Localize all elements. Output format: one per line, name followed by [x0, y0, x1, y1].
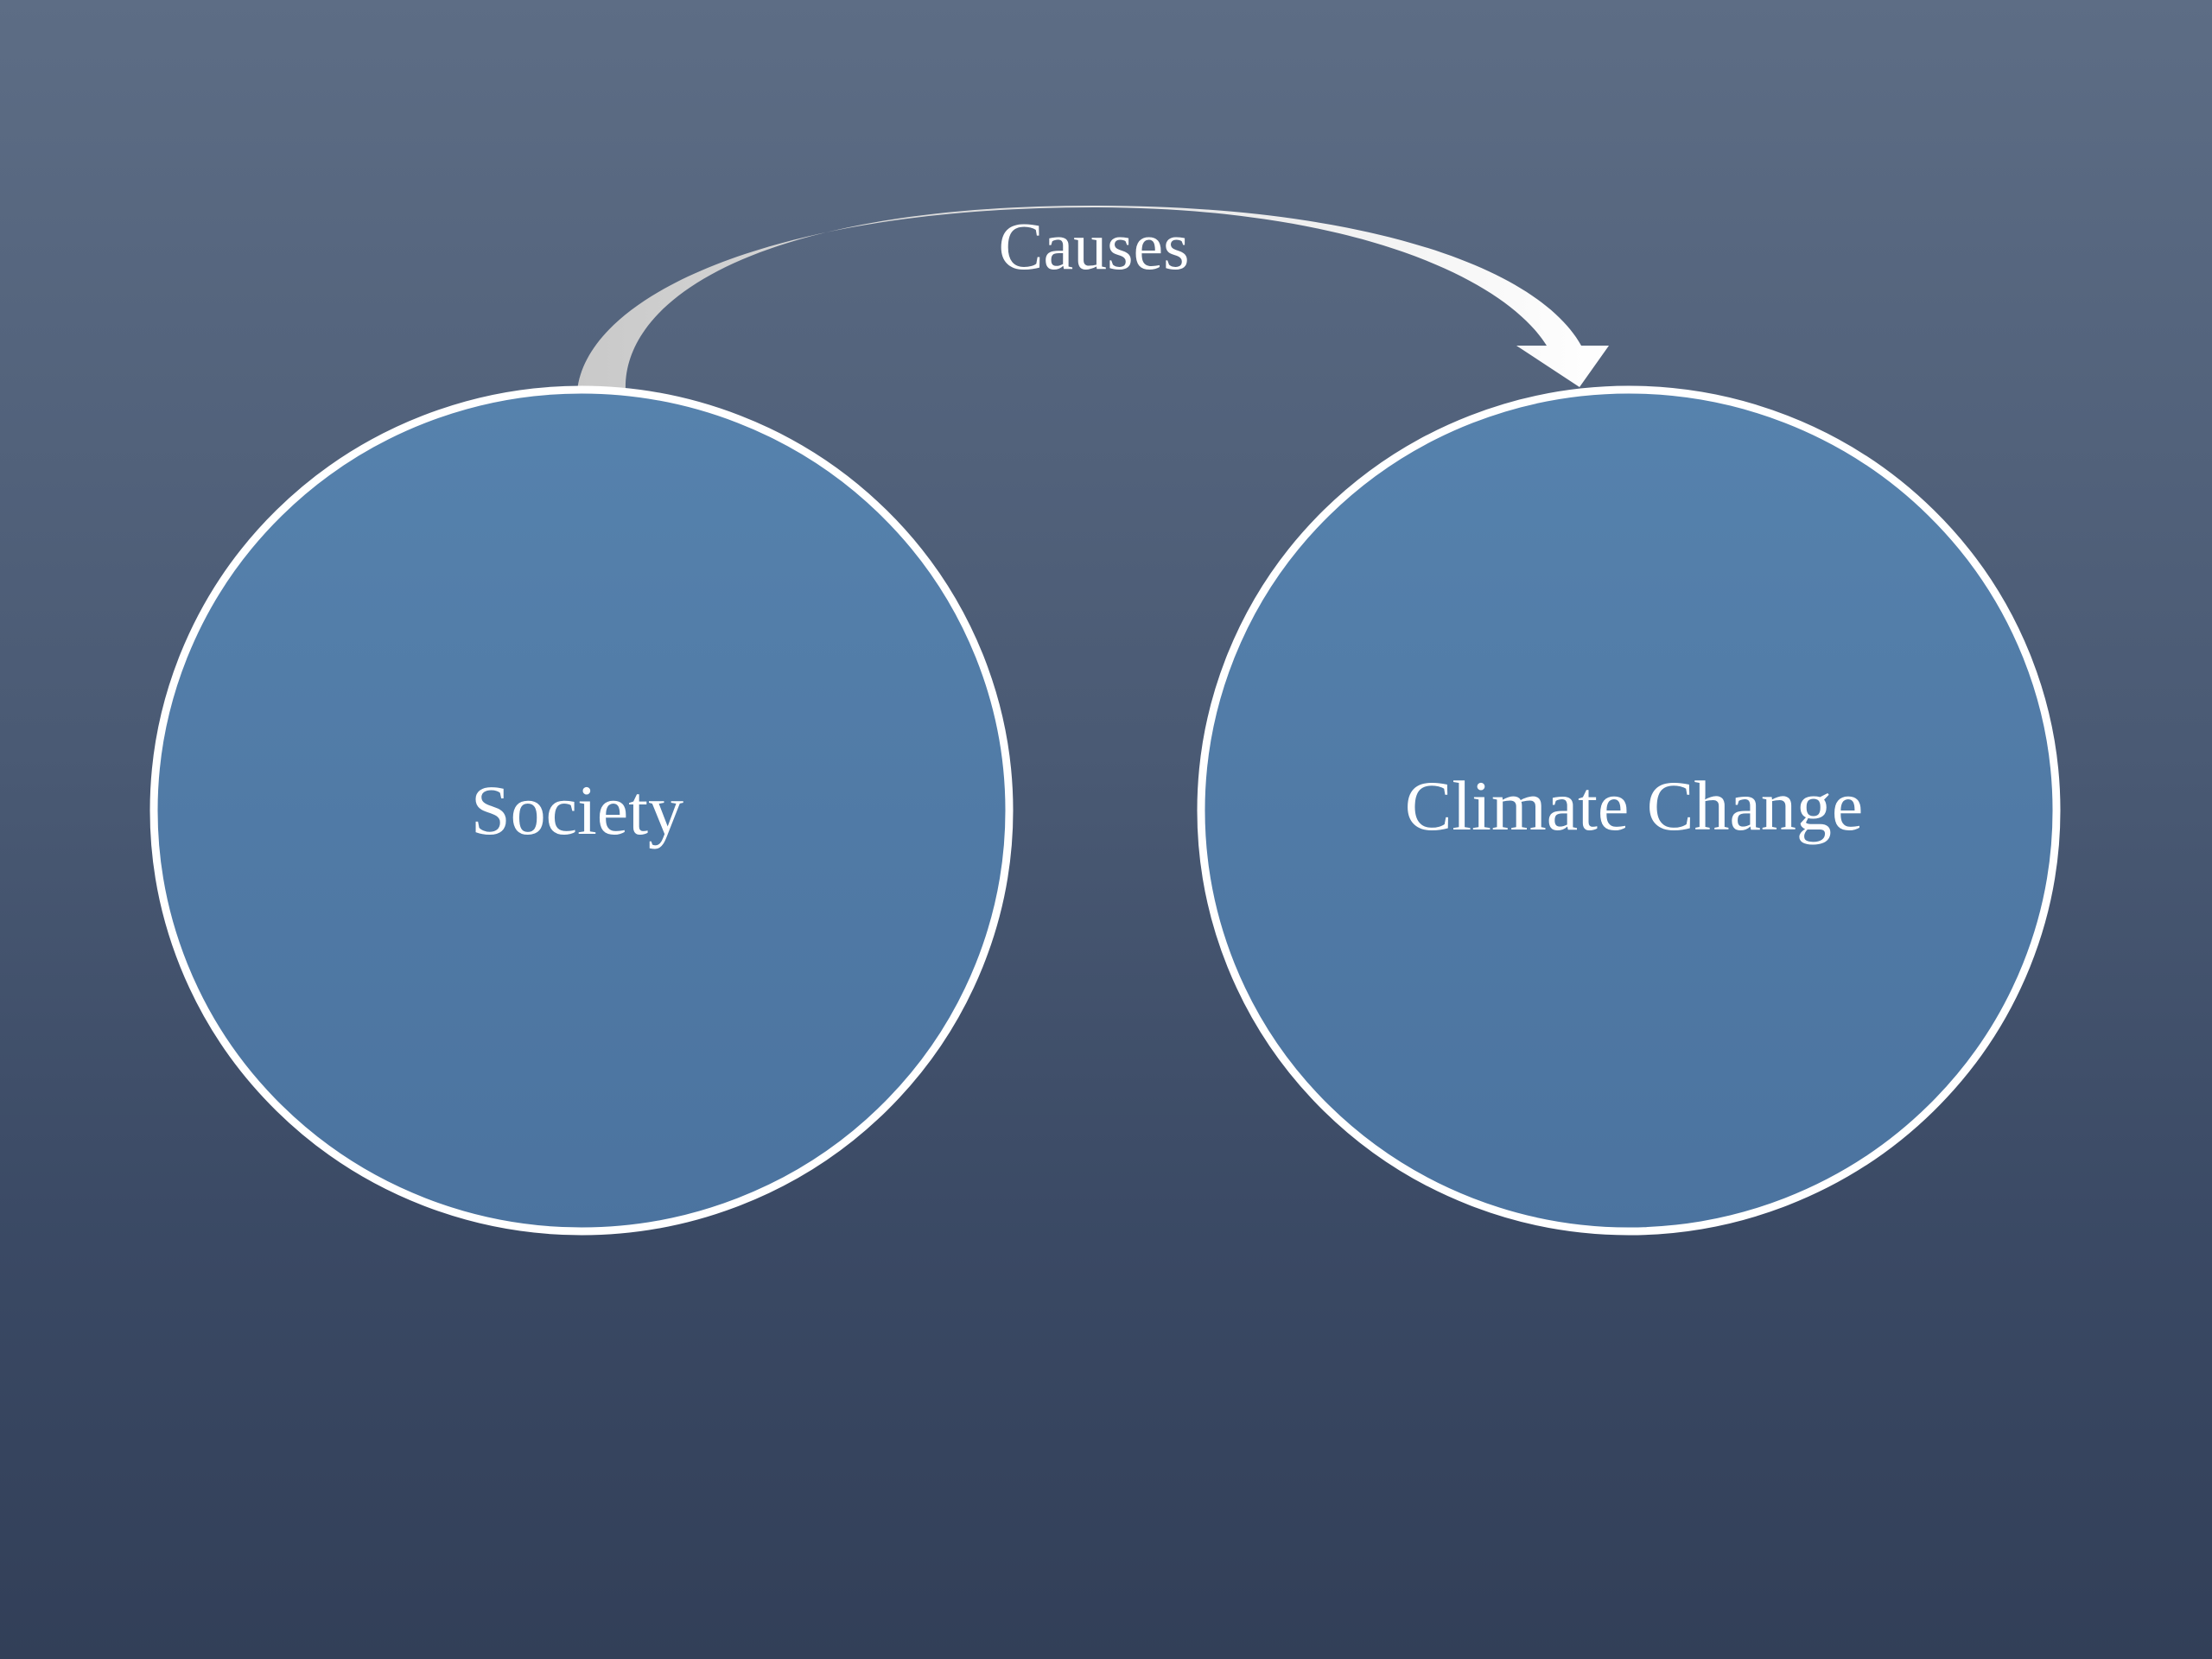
climate-change-label: Climate Change [1404, 766, 1864, 845]
society-node [149, 385, 1014, 1236]
causes-edge-label: Causes [998, 208, 1190, 283]
society-label: Society [471, 771, 683, 849]
climate-change-node [1197, 385, 2061, 1236]
